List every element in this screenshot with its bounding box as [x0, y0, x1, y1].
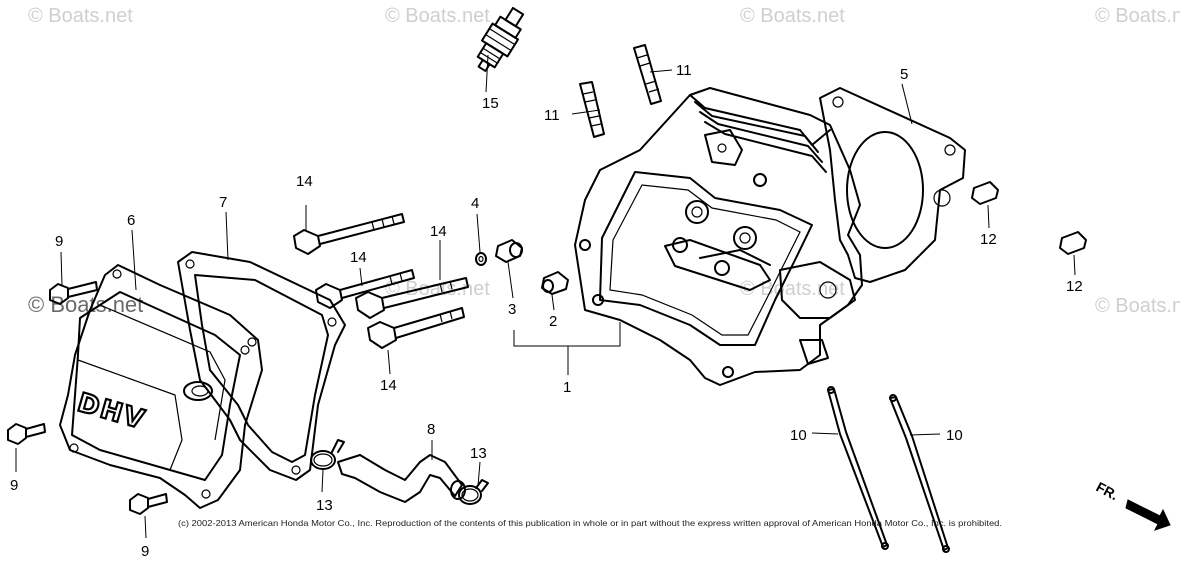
front-direction-indicator: FR.: [1094, 479, 1171, 531]
callout-13: 13: [470, 445, 487, 462]
watermark: © Boats.net: [28, 292, 143, 317]
watermark: © Boats.net: [385, 5, 490, 27]
valve-stem-seal[interactable]: [495, 239, 523, 263]
dowel-pin[interactable]: [971, 181, 999, 205]
breather-tube[interactable]: [337, 454, 466, 503]
cylinder-head-gasket[interactable]: [819, 87, 966, 283]
callout-14: 14: [430, 223, 447, 240]
front-arrow-icon: [1125, 499, 1171, 531]
cover-bolt[interactable]: [49, 281, 98, 305]
callout-2: 2: [549, 313, 557, 330]
callout-1: 1: [563, 379, 571, 396]
watermark: © Boats.net: [740, 278, 845, 300]
callout-3: 3: [508, 301, 516, 318]
callout-12: 12: [980, 231, 997, 248]
stud-bolt[interactable]: [579, 81, 605, 138]
flange-bolt[interactable]: [355, 277, 469, 319]
callout-10: 10: [790, 427, 807, 444]
small-washer[interactable]: [475, 252, 487, 266]
callout-14: 14: [380, 377, 397, 394]
watermark: © Boats.net: [28, 5, 133, 27]
tube-clip[interactable]: [310, 439, 345, 470]
cover-marking: DHV: [74, 388, 149, 436]
push-rod[interactable]: [889, 394, 950, 553]
flange-bolt[interactable]: [315, 269, 415, 309]
tube-clip[interactable]: [458, 479, 489, 505]
watermark: © Boats.net: [1095, 5, 1180, 27]
callout-11: 11: [544, 107, 560, 124]
cover-bolt[interactable]: [129, 493, 168, 515]
callout-6: 6: [127, 212, 135, 229]
spark-plug[interactable]: [469, 3, 530, 77]
callout-14: 14: [296, 173, 313, 190]
callout-4: 4: [471, 195, 479, 212]
valve-guide-clip[interactable]: [541, 271, 569, 295]
callout-5: 5: [900, 66, 908, 83]
cylinder-head[interactable]: [574, 87, 863, 386]
dowel-pin[interactable]: [1059, 231, 1087, 255]
leader-lines: [15, 54, 1076, 539]
callout-11: 11: [676, 62, 692, 79]
flange-bolt[interactable]: [367, 307, 465, 349]
watermark: © Boats.net: [740, 5, 845, 27]
head-cover-gasket[interactable]: [177, 251, 346, 481]
watermark: © Boats.net: [385, 278, 490, 300]
callout-13: 13: [316, 497, 333, 514]
cover-bolt[interactable]: [7, 423, 46, 445]
watermark: © Boats.net: [1095, 295, 1180, 317]
callout-12: 12: [1066, 278, 1083, 295]
callout-7: 7: [219, 194, 227, 211]
callout-10: 10: [946, 427, 963, 444]
direction-label: FR.: [1094, 479, 1121, 504]
callout-15: 15: [482, 95, 499, 112]
copyright-notice: (c) 2002-2013 American Honda Motor Co., …: [178, 518, 1002, 528]
callout-8: 8: [427, 421, 435, 438]
callout-9: 9: [55, 233, 63, 250]
flange-bolt[interactable]: [293, 213, 405, 255]
callout-14: 14: [350, 249, 367, 266]
push-rod[interactable]: [827, 386, 889, 550]
stud-bolt[interactable]: [633, 44, 662, 105]
callout-9: 9: [10, 477, 18, 494]
callout-9: 9: [141, 543, 149, 560]
